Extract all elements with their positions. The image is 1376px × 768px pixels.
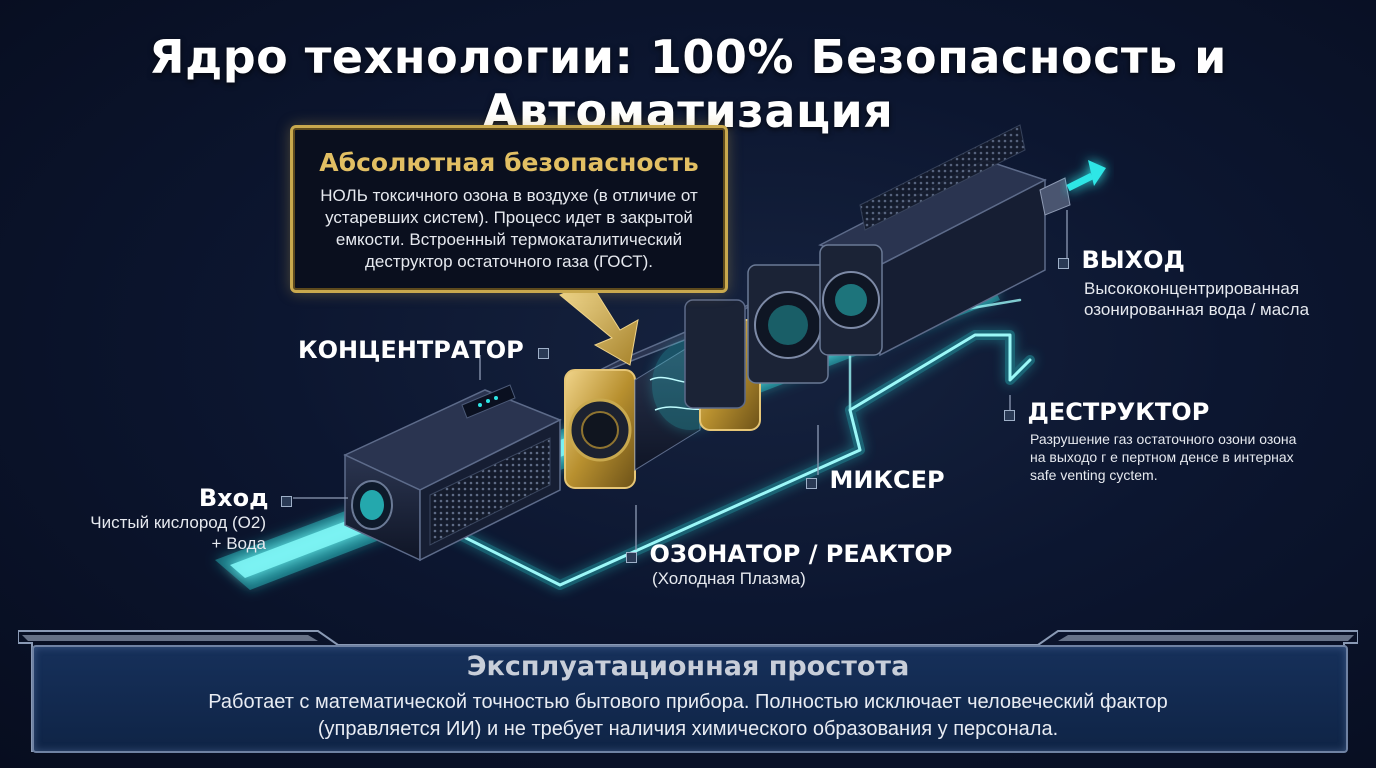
label-ozonator-subtitle: (Холодная Плазма) [652,568,952,589]
callout-title: Абсолютная безопасность [293,148,725,177]
label-mixer: МИКСЕР [806,466,945,494]
label-ozonator-title: ОЗОНАТОР / РЕАКТОР [649,540,952,568]
label-destructor-line2: на выходо г е пертном денсе в интернах [1030,448,1296,466]
panel-title: Эксплуатационная простота [18,651,1358,682]
panel-body: Работает с математической точностью быто… [18,689,1358,743]
safety-callout: Абсолютная безопасность НОЛЬ токсичного … [290,125,728,293]
label-input-line1: Чистый кислород (O2) [60,512,266,533]
label-concentrator-title: КОНЦЕНТРАТОР [298,336,524,364]
label-marker-icon [1058,258,1069,269]
concentrator-device [345,385,560,560]
callout-pointer-arrow [560,282,638,365]
label-input-line2: + Вода [60,533,266,554]
label-marker-icon [1004,410,1015,421]
output-arrow [1068,160,1106,188]
operational-simplicity-panel: Эксплуатационная простота Работает с мат… [18,629,1358,757]
label-destructor-line1: Разрушение газ остаточного озони озона [1030,430,1296,448]
callout-line: устаревших систем). Процесс идет в закры… [315,207,703,229]
label-marker-icon [626,552,637,563]
label-marker-icon [281,496,292,507]
label-output: ВЫХОД Высококонцентрированная озонирован… [1058,246,1309,320]
label-marker-icon [806,478,817,489]
label-concentrator: КОНЦЕНТРАТОР [298,336,549,364]
callout-line: деструктор остаточного газа (ГОСТ). [315,251,703,273]
panel-line: (управляется ИИ) и не требует наличия хи… [18,716,1358,743]
panel-line: Работает с математической точностью быто… [18,689,1358,716]
label-input: Вход Чистый кислород (O2) + Вода [60,484,292,554]
label-destructor: ДЕСТРУКТОР Разрушение газ остаточного оз… [1004,398,1296,484]
label-output-line2: озонированная вода / масла [1084,299,1309,320]
label-output-title: ВЫХОД [1081,246,1184,274]
label-ozonator: ОЗОНАТОР / РЕАКТОР (Холодная Плазма) [626,540,952,589]
callout-line: емкости. Встроенный термокаталитический [315,229,703,251]
callout-body: НОЛЬ токсичного озона в воздухе (в отлич… [315,185,703,273]
label-output-line1: Высококонцентрированная [1084,278,1309,299]
callout-line: НОЛЬ токсичного озона в воздухе (в отлич… [315,185,703,207]
label-mixer-title: МИКСЕР [829,466,944,494]
label-marker-icon [538,348,549,359]
label-destructor-line3: safe venting cyctem. [1030,466,1296,484]
output-device [820,125,1070,355]
label-destructor-title: ДЕСТРУКТОР [1027,398,1209,426]
label-input-title: Вход [199,484,269,512]
